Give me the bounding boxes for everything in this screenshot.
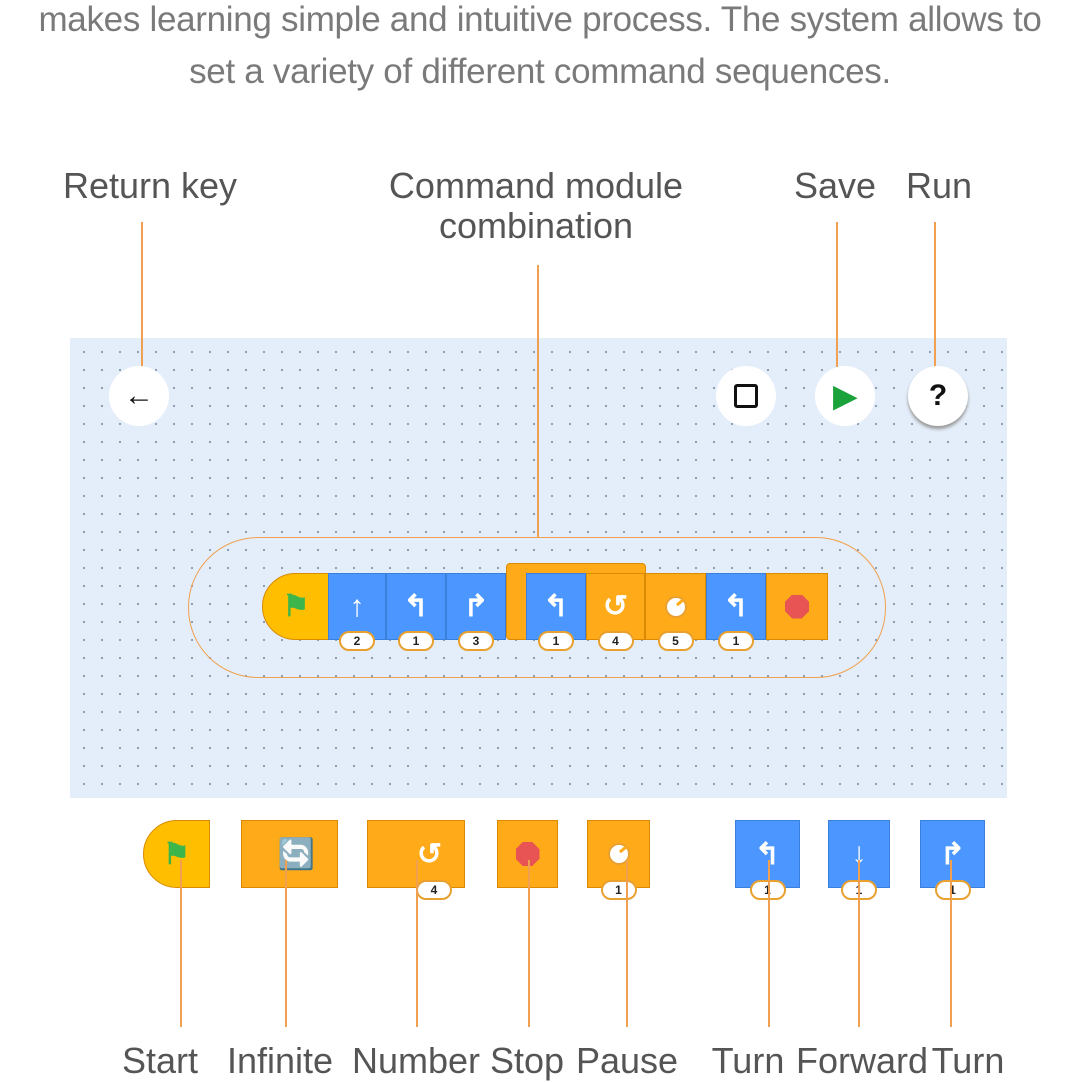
infinite-icon: 🔄 [277,837,315,871]
palette-label-stop: Stop [489,1040,565,1081]
value-badge[interactable]: 2 [339,631,375,651]
play-icon: ▶ [833,379,857,413]
palette-label-turn-right: Turn [931,1040,1005,1081]
callout-line [836,222,838,367]
timer-icon [607,843,630,865]
turn-right-icon: ↱ [463,590,489,623]
turn-left-icon: ↰ [403,590,429,623]
callout-run: Run [905,165,973,206]
loop-turn-left-icon: ↰ [543,590,569,623]
value-badge[interactable]: 5 [657,631,694,651]
sequence-block-loop-number[interactable]: ↺ [586,573,645,640]
value-badge[interactable]: 4 [597,631,634,651]
callout-save: Save [793,165,877,206]
palette-label-pause: Pause [575,1040,679,1081]
turn-left-icon: ↰ [754,837,781,871]
sequence-block-stop[interactable] [766,573,828,640]
callout-command-2: combination [438,205,634,246]
value-badge[interactable]: 1 [538,631,574,651]
callout-line [141,222,143,367]
palette-label-turn-left: Turn [711,1040,785,1081]
question-icon: ? [928,379,948,412]
number-icon: ↺ [416,837,442,871]
timer-icon [664,595,687,618]
palette-label-number: Number [351,1040,481,1081]
value-badge[interactable]: 1 [749,880,786,900]
value-badge[interactable]: 3 [458,631,494,651]
loop-number-icon: ↺ [602,590,629,623]
palette-block-turn-right[interactable]: ↱ [920,820,985,888]
palette-label-forward: Forward [795,1040,929,1081]
sequence-block-pause[interactable] [645,573,706,640]
help-button[interactable]: ? [908,366,968,426]
arrow-left-icon: ← [124,379,154,412]
callout-command-1: Command module [388,165,684,206]
intro-line-2: set a variety of different command seque… [189,52,891,91]
callout-line [626,860,628,1027]
callout-line [768,860,770,1027]
palette-label-start: Start [121,1040,199,1081]
palette-block-pause[interactable] [587,820,650,888]
value-badge[interactable]: 1 [718,631,754,651]
callout-line [285,860,287,1027]
stop-sign-icon [515,842,540,866]
callout-line [934,222,936,367]
turn-left-icon: ↰ [723,590,749,623]
callout-line [537,265,539,537]
value-badge[interactable]: 4 [416,880,452,900]
callout-return-key: Return key [62,165,238,206]
sequence-block-turn-left[interactable]: ↰ [706,573,766,640]
sequence-block-turn-right[interactable]: ↱ [446,573,506,640]
sequence-block-start[interactable]: ⚑ [262,573,330,640]
forward-icon: ↑ [349,589,365,623]
run-button[interactable]: ▶ [815,366,875,426]
stop-sign-icon [785,594,809,619]
save-button[interactable] [716,366,776,426]
callout-line [528,860,530,1027]
flag-icon: ⚑ [282,590,310,623]
floppy-disk-icon [734,384,758,408]
turn-right-icon: ↱ [939,837,966,871]
value-badge[interactable]: 1 [398,631,434,651]
palette-label-infinite: Infinite [226,1040,334,1081]
intro-line-1: makes learning simple and intuitive proc… [38,0,1042,39]
sequence-block-turn-left[interactable]: ↰ [386,573,446,640]
palette-block-start[interactable]: ⚑ [143,820,210,888]
callout-line [950,860,952,1027]
palette-block-infinite[interactable]: 🔄 [241,820,338,888]
palette-block-turn-left[interactable]: ↰ [735,820,800,888]
palette-block-stop[interactable] [497,820,558,888]
sequence-block-loop-turn-left[interactable]: ↰ [526,573,586,640]
value-badge[interactable]: 1 [934,880,971,900]
callout-line [180,860,182,1027]
value-badge[interactable]: 1 [600,880,637,900]
sequence-block-forward[interactable]: ↑ [328,573,386,640]
back-button[interactable]: ← [109,366,169,426]
callout-line [416,860,418,1027]
forward-icon: ↓ [851,837,867,870]
callout-line [858,860,860,1027]
flag-icon: ⚑ [163,837,190,871]
command-combination-outline [188,537,886,678]
